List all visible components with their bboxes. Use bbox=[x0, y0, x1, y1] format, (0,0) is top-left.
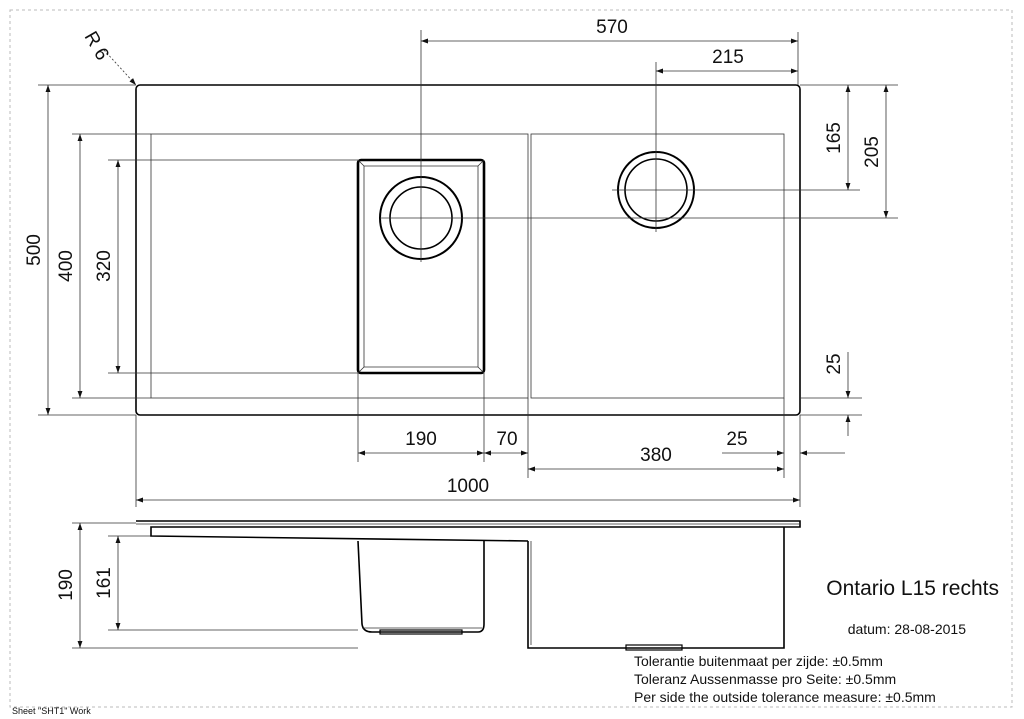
tolerance-en: Per side the outside tolerance measure: … bbox=[634, 689, 936, 705]
dim-25-bottom: 25 bbox=[726, 429, 747, 450]
side-large-bowl bbox=[527, 527, 785, 649]
sheet-frame bbox=[9, 9, 1013, 708]
dim-190: 190 bbox=[405, 429, 437, 450]
model-name: Ontario L15 rechts bbox=[826, 577, 999, 600]
top-view bbox=[38, 30, 898, 507]
side-small-drain bbox=[379, 629, 463, 635]
drainboard-outline bbox=[150, 133, 529, 399]
drawing-date: datum: 28-08-2015 bbox=[848, 621, 967, 637]
radius-label: R 6 bbox=[80, 28, 113, 64]
info-block: Ontario L15 rechts datum: 28-08-2015 Tol… bbox=[12, 577, 999, 716]
dim-205: 205 bbox=[862, 136, 883, 168]
large-bowl-outline bbox=[530, 133, 785, 399]
sink-outer-outline bbox=[135, 84, 801, 416]
dim-25-right: 25 bbox=[824, 353, 845, 374]
dim-400: 400 bbox=[56, 250, 77, 282]
tolerance-nl: Tolerantie buitenmaat per zijde: ±0.5mm bbox=[634, 653, 883, 669]
dim-500: 500 bbox=[24, 234, 45, 266]
dim-215: 215 bbox=[712, 47, 744, 68]
dim-380: 380 bbox=[640, 445, 672, 466]
sheet-label: Sheet "SHT1" Work bbox=[12, 706, 91, 716]
dimensions: R 6 570 215 165 205 25 500 400 320 190 7… bbox=[24, 17, 889, 649]
side-small-bowl bbox=[357, 540, 485, 633]
dim-161-side: 161 bbox=[94, 567, 115, 599]
side-large-drain bbox=[625, 644, 683, 651]
dim-1000: 1000 bbox=[447, 476, 489, 497]
dim-320: 320 bbox=[94, 250, 115, 282]
dim-570: 570 bbox=[596, 17, 628, 38]
dim-190-side: 190 bbox=[56, 569, 77, 601]
dim-165: 165 bbox=[824, 122, 845, 154]
side-top-rim bbox=[136, 520, 801, 542]
dim-70: 70 bbox=[496, 429, 517, 450]
tolerance-de: Toleranz Aussenmasse pro Seite: ±0.5mm bbox=[634, 671, 896, 687]
side-view bbox=[136, 520, 801, 651]
